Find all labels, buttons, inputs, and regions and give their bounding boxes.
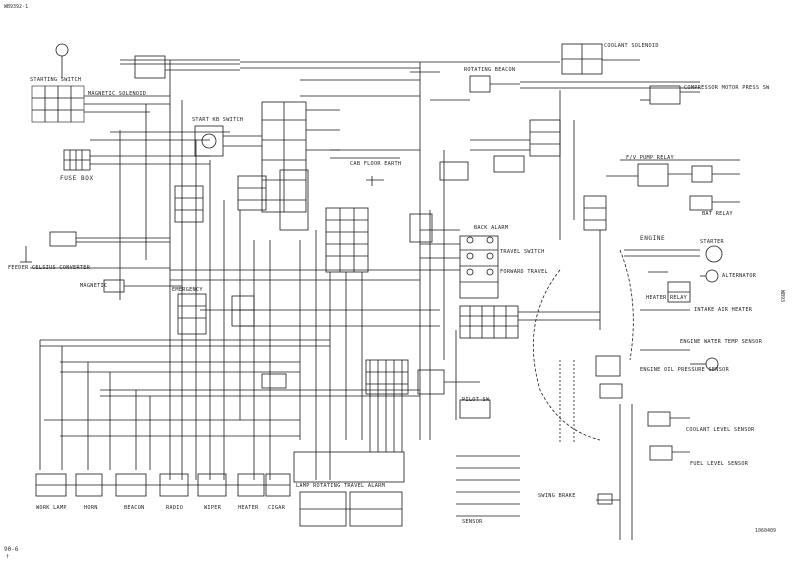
label-beacon: BEACON xyxy=(124,505,145,511)
label-heater-relay: HEATER RELAY xyxy=(646,295,688,301)
label-wiper: WIPER xyxy=(204,505,222,511)
label-heater: HEATER xyxy=(238,505,259,511)
label-rotating-beacon: ROTATING BEACON xyxy=(464,67,516,73)
label-work-lamp: WORK LAMP xyxy=(36,505,67,511)
label-swing-brake: SWING BRAKE xyxy=(538,493,576,499)
label-starter: STARTER xyxy=(700,239,724,245)
label-feeder-converter: FEEDER CELSIUS CONVERTER xyxy=(8,265,91,271)
label-horn: HORN xyxy=(84,505,98,511)
label-coolant-solenoid: COOLANT SOLENOID xyxy=(604,43,659,49)
label-radio: RADIO xyxy=(166,505,184,511)
label-start-kb-switch: START KB SWITCH xyxy=(192,117,244,123)
page-number: 90-6 xyxy=(4,546,19,553)
label-starting-switch: STARTING SWITCH xyxy=(30,77,82,83)
label-alternator: ALTERNATOR xyxy=(722,273,757,279)
corner-code: 1060409 xyxy=(755,528,777,534)
label-lamp-rotating-travel-alarm: LAMP ROTATING TRAVEL ALARM xyxy=(296,483,386,489)
label-fuse-box: FUSE BOX xyxy=(60,175,94,182)
doc-code: WB9392-1 xyxy=(4,4,29,10)
label-emergency: EMERGENCY xyxy=(172,287,203,293)
label-cigar: CIGAR xyxy=(268,505,286,511)
label-fuel-level: FUEL LEVEL SENSOR xyxy=(690,461,749,467)
label-magnetic: MAGNETIC xyxy=(80,283,108,289)
label-back-alarm: BACK ALARM xyxy=(474,225,509,231)
label-cab-floor-earth: CAB FLOOR EARTH xyxy=(350,161,402,167)
label-travel-switch: TRAVEL SWITCH xyxy=(500,249,545,255)
page-suffix: † xyxy=(6,554,10,560)
label-magnetic-solenoid: MAGNETIC SOLENOID xyxy=(88,91,147,97)
label-sensor: SENSOR xyxy=(462,519,483,525)
label-coolant-level: COOLANT LEVEL SENSOR xyxy=(686,427,755,433)
label-engine-water-temp: ENGINE WATER TEMP SENSOR xyxy=(680,339,763,345)
label-pilot-switch: PILOT SW xyxy=(462,397,490,403)
label-engine-oil-pressure: ENGINE OIL PRESSURE SENSOR xyxy=(640,367,730,373)
label-bat-relay: BAT RELAY xyxy=(702,211,733,217)
label-engine: ENGINE xyxy=(640,235,666,242)
label-forward-travel: FORWARD TRAVEL xyxy=(500,269,548,275)
label-intake-air-heater: INTAKE AIR HEATER xyxy=(694,307,753,313)
label-fuel-pump-relay: F/V PUMP RELAY xyxy=(626,155,674,161)
label-compressor-motor: COMPRESSOR MOTOR PRESS SW xyxy=(684,85,770,91)
